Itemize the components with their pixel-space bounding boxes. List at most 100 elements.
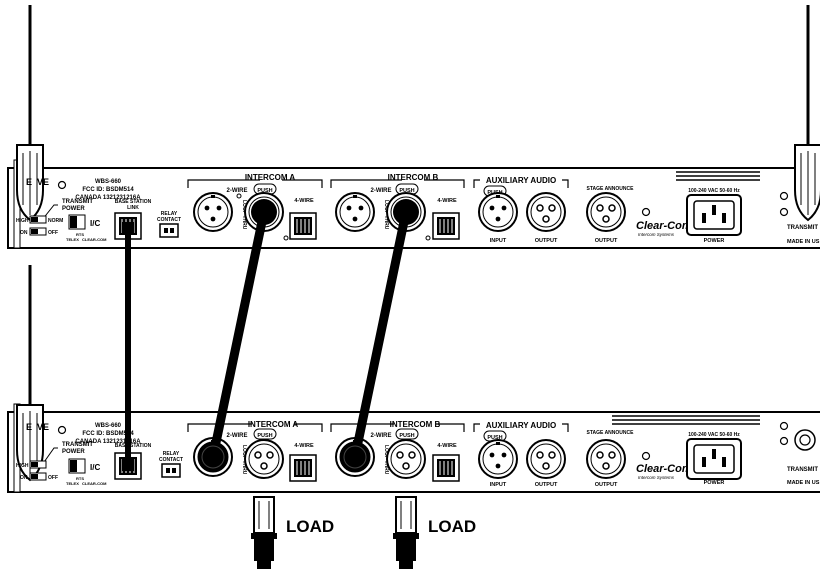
intercom-a-4wire-port[interactable] bbox=[289, 212, 317, 240]
two-wire-label-b-bottom: 2-WIRE bbox=[371, 433, 392, 439]
intercom-b-label-bottom: INTERCOM B bbox=[390, 420, 441, 429]
relay-contact-port-bottom[interactable] bbox=[161, 463, 181, 478]
two-wire-label-bottom: 2-WIRE bbox=[227, 433, 248, 439]
two-wire-label-b: 2-WIRE bbox=[371, 188, 392, 194]
intercom-a-cable bbox=[208, 207, 269, 462]
bottom-unit: E VE WBS-660 FCC ID: BSDM514 CANADA 1321… bbox=[7, 263, 820, 493]
vent-slots bbox=[676, 171, 760, 181]
aux-input-xlr[interactable] bbox=[478, 192, 518, 232]
telex-label: TELEX bbox=[66, 237, 79, 242]
transmit-power-label: TRANSMIT bbox=[62, 199, 93, 205]
loop-thru-label-b: LOOP THRU bbox=[383, 200, 389, 230]
intercom-b-xlr-in[interactable] bbox=[335, 192, 375, 232]
intercom-a-label-bottom: INTERCOM A bbox=[248, 420, 299, 429]
intercom-a-xlr-out-bottom[interactable] bbox=[244, 439, 284, 479]
power-label: POWER bbox=[704, 238, 725, 244]
push-label-b-bottom: PUSH bbox=[399, 433, 414, 439]
contact-label-bottom: CONTACT bbox=[159, 457, 183, 463]
stage-output-label: OUTPUT bbox=[595, 238, 618, 244]
off-label-bottom: OFF bbox=[48, 475, 58, 481]
intercom-a-4wire-port-bottom[interactable] bbox=[289, 454, 317, 482]
intercom-b-cable bbox=[350, 207, 411, 462]
aux-input-xlr-bottom[interactable] bbox=[478, 439, 518, 479]
antenna-right-icon bbox=[793, 3, 820, 222]
receive-label-bottom-2: VE bbox=[37, 422, 49, 432]
model-block-bottom: WBS-660 FCC ID: BSDM514 CANADA 132123121… bbox=[75, 423, 141, 445]
power-label-bottom: POWER bbox=[704, 480, 725, 486]
canada-label-bottom: CANADA 1321231216A bbox=[75, 439, 141, 445]
transmit-label-bottom: TRANSMIT bbox=[787, 467, 818, 473]
antenna-left-icon-bottom bbox=[15, 263, 45, 482]
stage-announce-label: STAGE ANNOUNCE bbox=[587, 186, 635, 192]
transmit-label: TRANSMIT bbox=[787, 225, 818, 231]
stage-output-label-bottom: OUTPUT bbox=[595, 482, 618, 488]
aux-audio-label-bottom: AUXILIARY AUDIO bbox=[486, 421, 556, 430]
relay-contact-port[interactable] bbox=[159, 223, 179, 238]
rts-label-bottom: RTS bbox=[76, 476, 84, 481]
push-label-b: PUSH bbox=[399, 188, 414, 194]
aux-output-label-bottom: OUTPUT bbox=[535, 482, 558, 488]
load-label-a: LOAD bbox=[286, 517, 334, 536]
intercom-b-4wire-port-bottom[interactable] bbox=[432, 454, 460, 482]
high-label: HIGH bbox=[16, 218, 29, 224]
canada-label: CANADA 1321231216A bbox=[75, 195, 141, 201]
intercom-a-label: INTERCOM A bbox=[245, 173, 296, 182]
relay-label-bottom: RELAY bbox=[163, 451, 180, 457]
aux-audio-label: AUXILIARY AUDIO bbox=[486, 176, 556, 185]
made-in-label-bottom: MADE IN US bbox=[787, 480, 820, 486]
stage-announce-xlr[interactable] bbox=[586, 192, 626, 232]
brand-sub-label: Intercom Systems bbox=[638, 232, 675, 237]
ic-label: I/C bbox=[90, 219, 100, 228]
contact-label: CONTACT bbox=[157, 217, 181, 223]
brand-sub-label-bottom: Intercom Systems bbox=[638, 475, 675, 480]
power-inlet-bottom[interactable] bbox=[686, 438, 742, 480]
clearcom-logo: Clear-Com bbox=[636, 220, 692, 232]
aux-input-label: INPUT bbox=[490, 238, 507, 244]
load-terminator-a: LOAD bbox=[251, 496, 334, 569]
transmit-power-label-bottom: TRANSMIT bbox=[62, 442, 93, 448]
link-label: LINK bbox=[127, 205, 139, 211]
stage-announce-xlr-bottom[interactable] bbox=[586, 439, 626, 479]
fcc-label-bottom: FCC ID: BSDM514 bbox=[82, 431, 134, 437]
aux-push-label-bottom: PUSH bbox=[487, 435, 502, 441]
intercom-b-section: INTERCOM B 2-WIRE PUSH LOOP THRU 4-WIRE bbox=[330, 173, 465, 241]
status-led bbox=[57, 180, 67, 190]
model-label: WBS-660 bbox=[95, 179, 122, 185]
base-station-label: BASE STATION bbox=[115, 199, 152, 205]
loop-thru-label-bottom: LOOP THRU bbox=[241, 445, 247, 475]
aux-output-xlr-bottom[interactable] bbox=[526, 439, 566, 479]
stage-announce-label-bottom: STAGE ANNOUNCE bbox=[587, 430, 635, 436]
intercom-b-section-bottom: INTERCOM B 2-WIRE PUSH LOOP THRU 4-WIRE bbox=[330, 420, 465, 482]
receive-label-bottom: E bbox=[26, 422, 32, 432]
intercom-b-label: INTERCOM B bbox=[388, 173, 439, 182]
norm-label: NORM bbox=[48, 218, 63, 224]
rts-label: RTS bbox=[76, 232, 84, 237]
power-inlet[interactable] bbox=[686, 194, 742, 236]
receive-label: E bbox=[26, 177, 32, 187]
made-in-label: MADE IN US bbox=[787, 239, 820, 245]
intercom-b-4wire-port[interactable] bbox=[432, 212, 460, 240]
aux-output-xlr[interactable] bbox=[526, 192, 566, 232]
aux-output-label: OUTPUT bbox=[535, 238, 558, 244]
transmit-power-label-2: POWER bbox=[62, 206, 85, 212]
aux-input-label-bottom: INPUT bbox=[490, 482, 507, 488]
base-station-label-bottom: BASE STATION bbox=[115, 443, 152, 449]
on-label: ON bbox=[20, 230, 28, 236]
fcc-label: FCC ID: BSDM514 bbox=[82, 187, 134, 193]
intercom-b-xlr-out-bottom[interactable] bbox=[386, 439, 426, 479]
aux-audio-section-bottom: AUXILIARY AUDIO PUSH INPUT OUTPUT bbox=[473, 421, 569, 488]
ic-label-bottom: I/C bbox=[90, 463, 100, 472]
four-wire-label: 4-WIRE bbox=[294, 198, 314, 204]
vac-label-bottom: 100-240 VAC 50-60 Hz bbox=[688, 432, 740, 438]
two-wire-label: 2-WIRE bbox=[227, 188, 248, 194]
intercom-a-section: INTERCOM A 2-WIRE PUSH LOOP THRU 4-WIRE bbox=[187, 173, 323, 241]
vent-slots-bottom bbox=[612, 415, 760, 425]
aux-audio-section: AUXILIARY AUDIO PUSH INPUT OUTPUT bbox=[473, 176, 569, 244]
load-label-b: LOAD bbox=[428, 517, 476, 536]
intercom-a-xlr-in[interactable] bbox=[193, 192, 233, 232]
model-block: WBS-660 FCC ID: BSDM514 CANADA 132123121… bbox=[75, 179, 141, 201]
push-label-bottom: PUSH bbox=[257, 433, 272, 439]
loop-thru-label: LOOP THRU bbox=[241, 200, 247, 230]
transmit-power-label-bottom-2: POWER bbox=[62, 449, 85, 455]
